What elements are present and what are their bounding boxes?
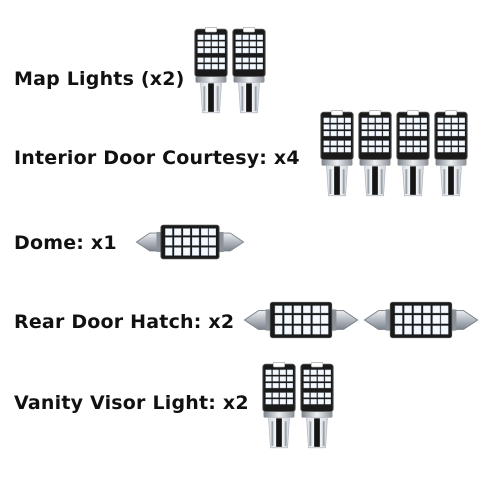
interior-door-courtesy-label: Interior Door Courtesy: x4 [14, 147, 300, 169]
door-courtesy-bulb-2 [356, 108, 394, 200]
rear-hatch-bulb-1 [242, 298, 360, 342]
dome-label: Dome: x1 [14, 232, 117, 254]
rear-hatch-bulb-2 [362, 298, 480, 342]
vanity-visor-bulb-1 [260, 360, 298, 452]
map-light-bulb-1 [192, 25, 230, 117]
vanity-visor-light-label: Vanity Visor Light: x2 [14, 392, 249, 414]
vanity-visor-bulb-2 [298, 360, 336, 452]
dome-bulb [134, 223, 246, 261]
map-light-bulb-2 [230, 25, 268, 117]
rear-door-hatch-label: Rear Door Hatch: x2 [14, 311, 235, 333]
door-courtesy-bulb-1 [318, 108, 356, 200]
door-courtesy-bulb-3 [394, 108, 432, 200]
map-lights-label: Map Lights (x2) [14, 68, 185, 90]
door-courtesy-bulb-4 [432, 108, 470, 200]
